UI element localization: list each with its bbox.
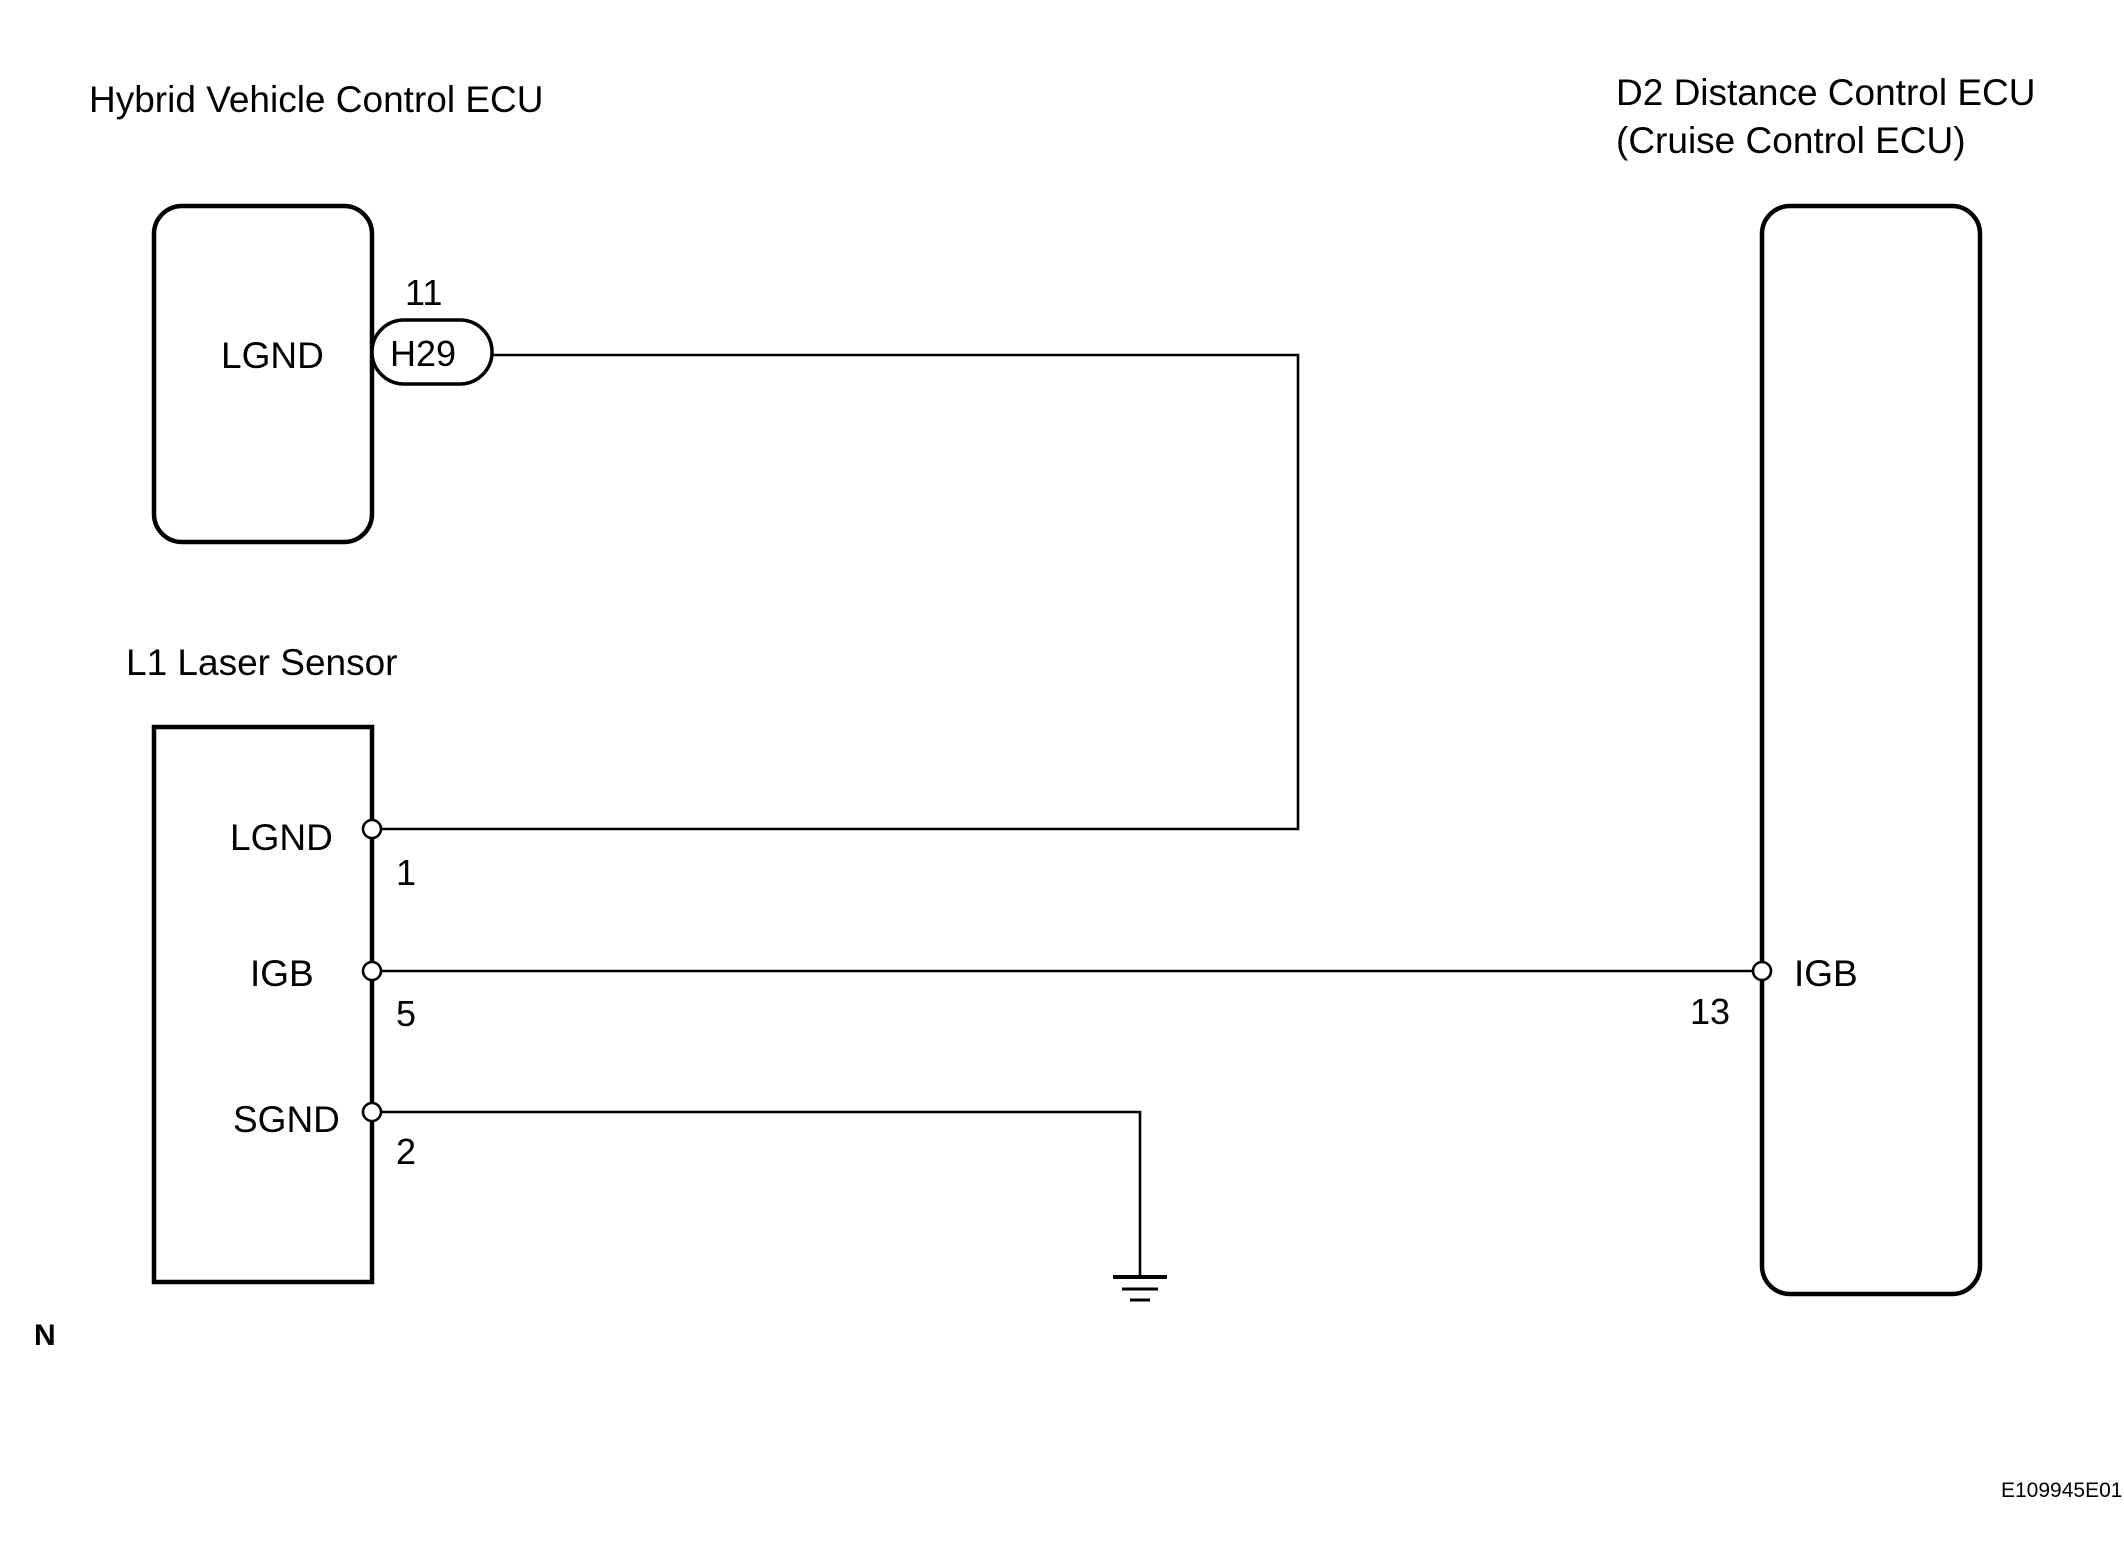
distance-ecu-box	[1759, 203, 1983, 1297]
laser-sensor-pin-sgnd-number: 2	[396, 1131, 416, 1172]
distance-ecu-title-line2: (Cruise Control ECU)	[1616, 120, 1966, 161]
wire-lgnd	[381, 353, 1300, 831]
connector-h29	[370, 318, 494, 386]
wire-sgnd	[381, 1110, 1142, 1275]
connector-h29-label: H29	[390, 333, 456, 374]
terminal-distance-igb	[1751, 960, 1773, 982]
figure-code: E109945E01	[2001, 1479, 2122, 1502]
distance-ecu-pin-label: IGB	[1794, 953, 1858, 994]
laser-sensor-pin-igb-number: 5	[396, 993, 416, 1034]
laser-sensor-title: L1 Laser Sensor	[126, 642, 398, 683]
terminal-sgnd	[361, 1101, 383, 1123]
terminal-lgnd	[361, 818, 383, 840]
hv-ecu-pin-number: 11	[405, 272, 442, 313]
terminal-igb	[361, 960, 383, 982]
ground-icon	[1113, 1275, 1167, 1302]
corner-mark: N	[34, 1319, 56, 1352]
laser-sensor-box	[151, 724, 375, 1285]
hv-ecu-title: Hybrid Vehicle Control ECU	[89, 79, 543, 120]
laser-sensor-pin-sgnd-label: SGND	[233, 1099, 340, 1140]
laser-sensor-pin-lgnd-number: 1	[396, 852, 416, 893]
laser-sensor-pin-igb-label: IGB	[250, 953, 314, 994]
distance-ecu-title-line1: D2 Distance Control ECU	[1616, 72, 2035, 113]
laser-sensor-pin-lgnd-label: LGND	[230, 817, 333, 858]
hv-ecu-box	[151, 203, 375, 545]
hv-ecu-pin-label: LGND	[221, 335, 324, 376]
distance-ecu-pin-number: 13	[1690, 991, 1730, 1032]
